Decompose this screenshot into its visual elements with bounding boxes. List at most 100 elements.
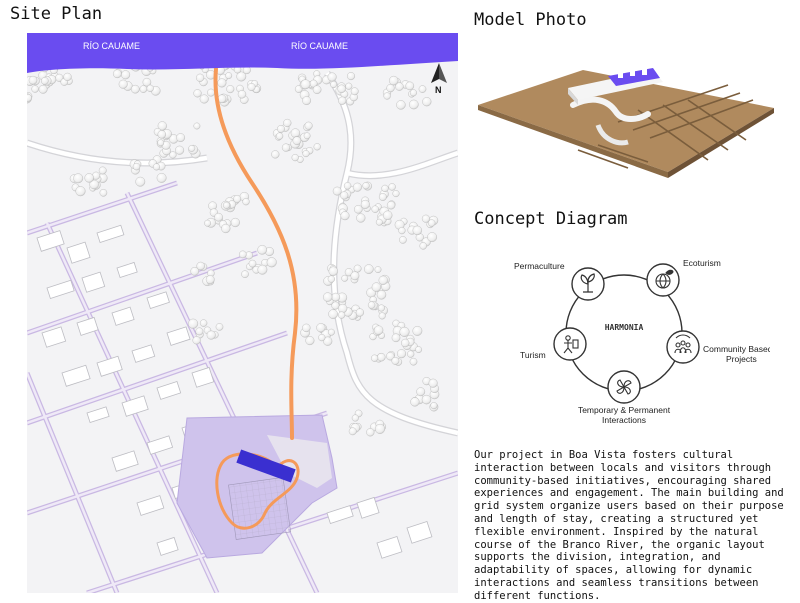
tree <box>330 81 338 89</box>
tree <box>367 301 376 309</box>
tree <box>398 227 406 235</box>
building-footprint <box>156 381 182 400</box>
building-footprint <box>121 395 149 417</box>
building-footprint <box>96 224 125 244</box>
pinwheel-icon <box>616 379 632 395</box>
node-label: Interactions <box>602 415 646 425</box>
walking-path <box>213 67 299 440</box>
model-photo <box>478 68 774 178</box>
tree <box>157 139 165 147</box>
river-label: RÍO CAUAME <box>291 41 348 51</box>
tree <box>409 357 418 366</box>
tree <box>338 96 347 105</box>
tree <box>381 184 389 193</box>
tree <box>408 99 419 110</box>
building-footprint <box>146 435 174 455</box>
tree <box>376 290 387 300</box>
tree <box>337 84 346 93</box>
building-model <box>568 68 663 105</box>
tree <box>328 266 338 276</box>
node-ecoturism: Ecoturism <box>646 258 721 297</box>
tree <box>348 427 357 436</box>
tree <box>391 356 400 365</box>
tree <box>392 190 400 198</box>
tree <box>84 173 94 183</box>
tree <box>353 264 362 273</box>
tree <box>207 88 215 97</box>
building-footprint <box>111 306 135 326</box>
tree <box>139 85 148 93</box>
building-footprint <box>46 279 75 299</box>
tourist-icon <box>563 335 579 354</box>
tree <box>118 79 128 89</box>
tree <box>412 325 423 336</box>
tree <box>313 143 321 151</box>
tree <box>214 212 223 222</box>
center-label: HARMONIA <box>605 323 644 332</box>
community-icon <box>674 334 692 354</box>
tree <box>375 423 386 434</box>
tree <box>374 266 382 274</box>
tree <box>428 219 436 227</box>
node-label: Community Based <box>703 344 770 354</box>
tree <box>302 96 311 105</box>
node-label: Projects <box>726 354 757 364</box>
tree <box>391 333 401 343</box>
tree <box>113 69 122 79</box>
tree <box>318 334 326 342</box>
tree <box>415 346 422 353</box>
tree <box>281 143 291 152</box>
tree <box>131 84 140 94</box>
tree <box>175 145 185 155</box>
tree <box>375 218 383 226</box>
node-label: Ecoturism <box>683 258 721 268</box>
tree <box>341 274 349 282</box>
tree <box>362 182 370 190</box>
tree <box>416 387 426 397</box>
tree <box>412 225 422 236</box>
tree <box>399 236 407 244</box>
tree <box>121 70 131 80</box>
tree <box>386 83 395 93</box>
tree <box>247 83 256 92</box>
tree <box>377 304 385 312</box>
tree <box>40 77 49 85</box>
tree <box>221 223 231 234</box>
tree <box>371 354 379 362</box>
tree <box>377 353 386 362</box>
building-footprint <box>131 344 156 363</box>
tree <box>222 201 230 209</box>
tree <box>192 336 201 345</box>
plant-icon <box>580 273 595 293</box>
tree <box>195 327 204 336</box>
tree <box>277 125 285 133</box>
tree <box>399 326 410 337</box>
tree <box>383 210 393 221</box>
tree <box>410 397 420 407</box>
tree <box>401 338 410 348</box>
tree <box>430 402 438 410</box>
tree <box>196 73 205 82</box>
tree <box>328 309 338 319</box>
building-footprint <box>41 326 67 348</box>
tree <box>248 259 257 268</box>
tree <box>99 188 108 197</box>
tree <box>427 232 437 243</box>
tree <box>233 194 242 203</box>
building-footprint <box>36 230 65 252</box>
building-footprint <box>406 521 433 544</box>
tree <box>347 72 356 81</box>
tree <box>378 312 386 320</box>
tree <box>132 162 141 171</box>
tree <box>257 244 267 255</box>
node-interactions: Temporary & Permanent Interactions <box>578 370 671 425</box>
tree <box>389 75 399 86</box>
tree <box>353 204 363 214</box>
tree <box>405 81 415 91</box>
tree <box>291 153 299 162</box>
tree <box>360 199 370 209</box>
tree <box>283 118 292 128</box>
tree <box>407 350 415 358</box>
tree <box>302 150 310 158</box>
tree <box>237 90 247 99</box>
